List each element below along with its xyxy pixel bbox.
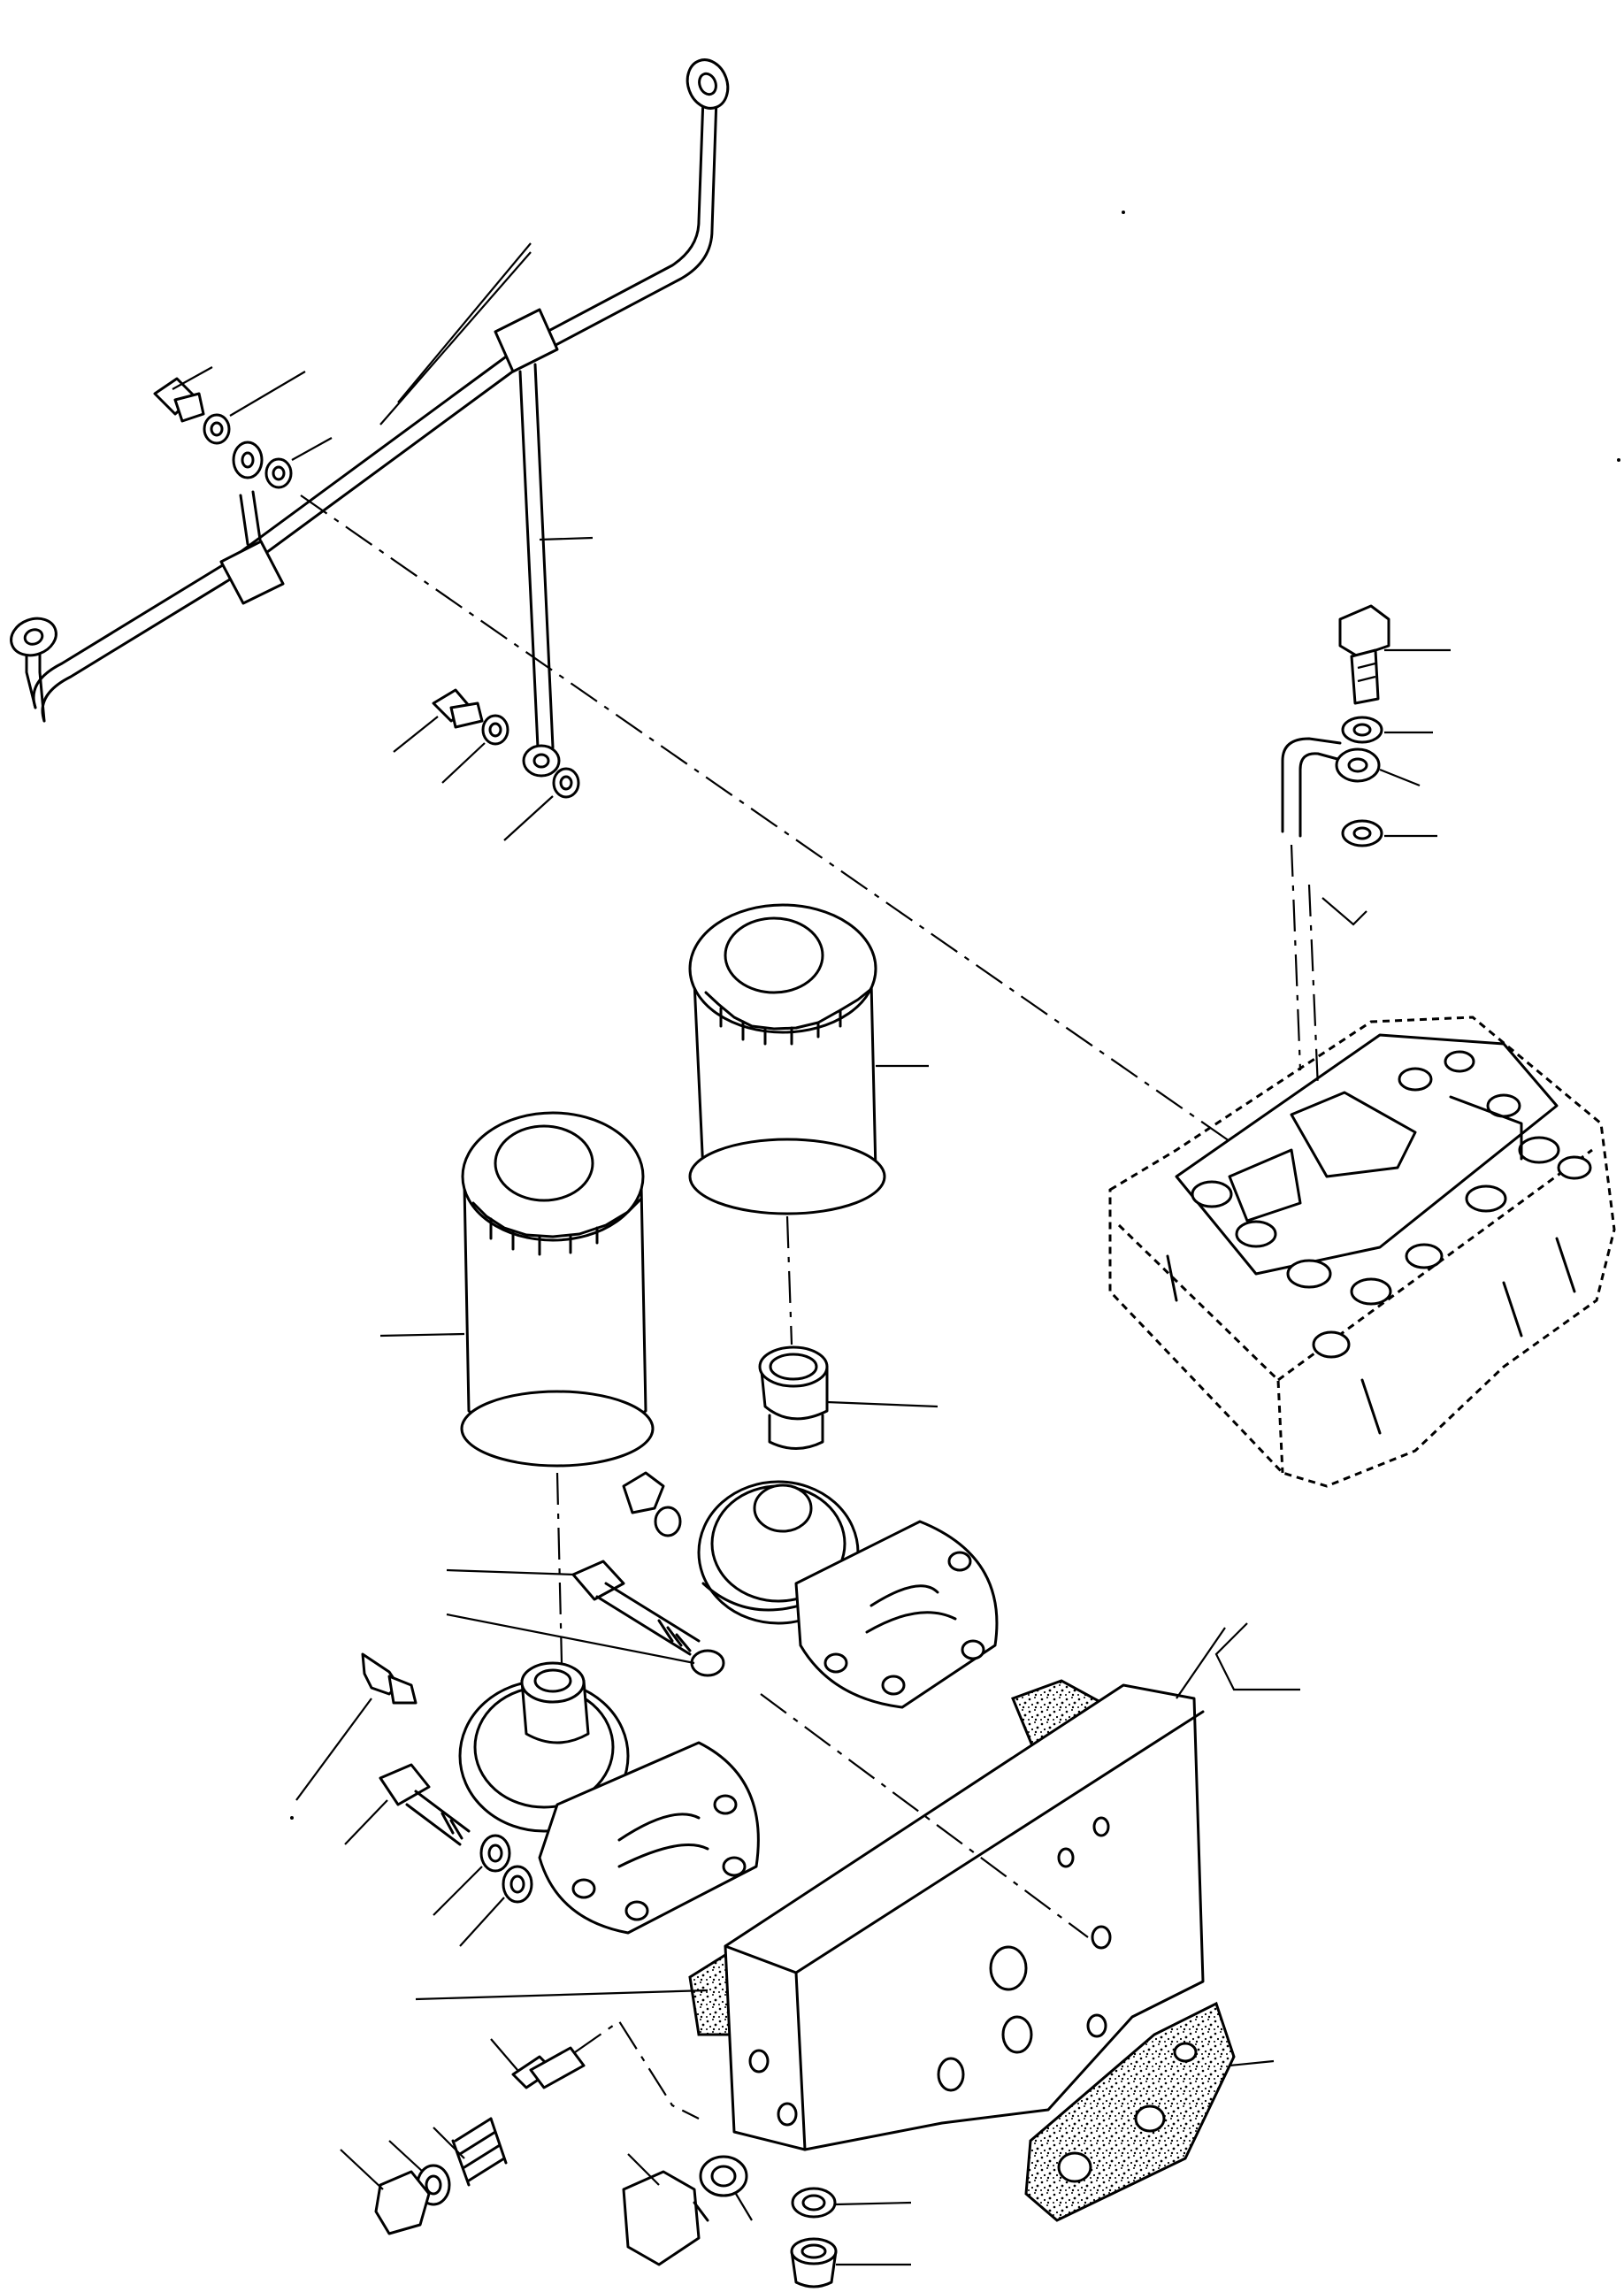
sealing-washer — [203, 371, 306, 445]
oil-filter-cartridge — [379, 1111, 655, 1468]
pipe-eye-branch — [232, 441, 264, 479]
plug — [790, 2237, 911, 2288]
gasket — [1024, 2001, 1275, 2222]
pipe-banjo-fitting — [1281, 737, 1421, 838]
plug — [622, 2153, 709, 2266]
plug — [622, 1471, 682, 1537]
cylinder-head — [1108, 1016, 1616, 1488]
sealing-washer — [433, 1834, 511, 1916]
pipe-eye-top — [686, 58, 730, 110]
sealing-washer — [264, 437, 333, 489]
banjo-bolt — [393, 688, 484, 753]
filter-head — [458, 1661, 760, 1935]
sealing-washer — [1341, 819, 1437, 847]
banjo-bolt — [1338, 604, 1451, 705]
pipe-eye-bottom — [522, 744, 561, 778]
filter-adapter-nipple — [758, 1345, 938, 1450]
relief-valve-plunger — [490, 2038, 586, 2089]
pipe-eye-left — [10, 617, 57, 657]
plug — [340, 2149, 431, 2235]
banjo-bolt — [344, 1763, 471, 1846]
sealing-washer — [503, 767, 580, 841]
oil-cooler-housing — [724, 1622, 1300, 2151]
sealing-washer — [1341, 716, 1433, 744]
filter-head — [697, 1480, 999, 1709]
banjo-bolt — [446, 1560, 725, 1677]
oil-pressure-switch — [295, 1652, 417, 1801]
sealing-washer — [441, 714, 509, 784]
relief-valve-spring — [433, 2117, 508, 2187]
oil-pipe-assembly — [10, 58, 730, 778]
banjo-bolt — [153, 366, 213, 423]
sealing-washer — [791, 2187, 912, 2219]
sealing-washer — [459, 1865, 533, 1947]
sealing-washer — [699, 2155, 753, 2221]
oil-filter-cartridge — [688, 903, 929, 1215]
